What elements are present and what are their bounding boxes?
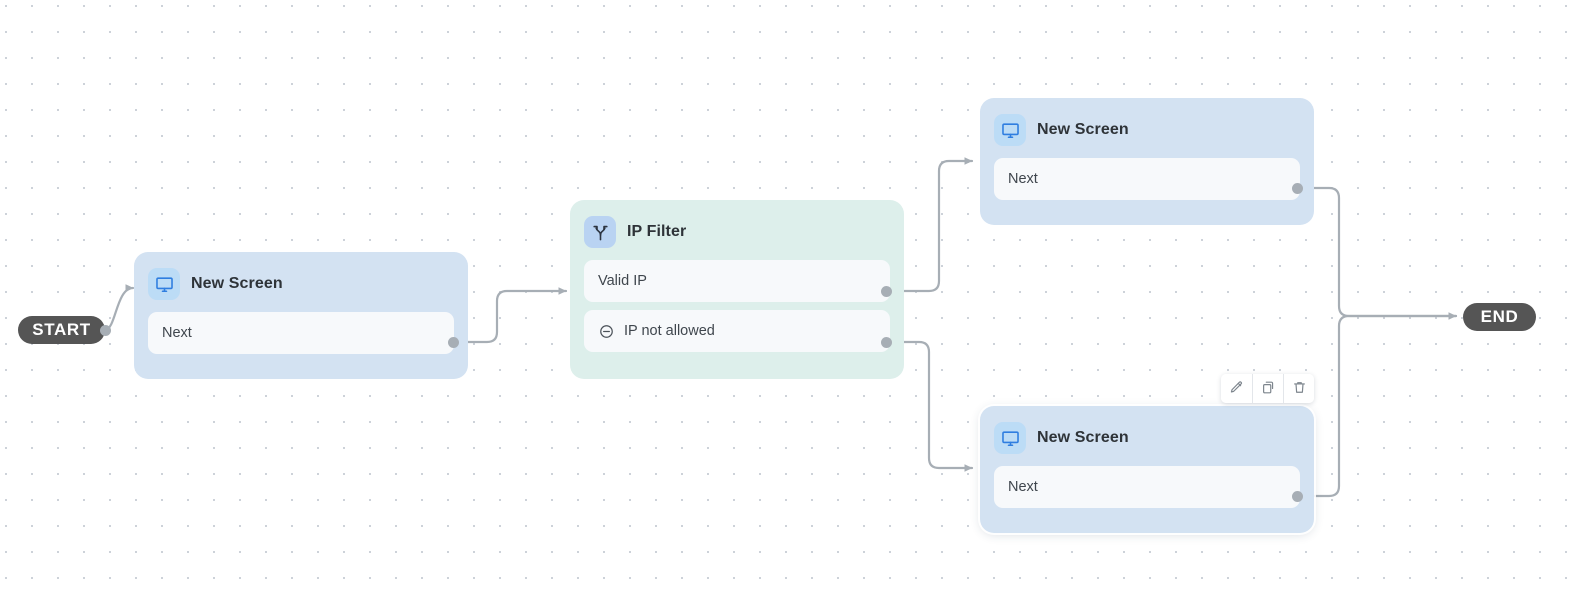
edge-start-to-screen1 — [103, 284, 135, 332]
port-label: Next — [1008, 171, 1038, 187]
node-port-valid-ip[interactable]: Valid IP — [584, 260, 890, 302]
node-action-toolbar[interactable] — [1221, 374, 1314, 403]
edge-screen3-to-end — [1296, 314, 1458, 498]
node-header: IP Filter — [584, 214, 890, 250]
node-title: New Screen — [191, 275, 283, 292]
edge-screen2-to-end — [1296, 186, 1458, 320]
end-node[interactable]: END — [1463, 303, 1536, 331]
port-label: Next — [1008, 479, 1038, 495]
flow-node-screen-2[interactable]: New Screen Next — [980, 98, 1314, 225]
copy-icon — [1261, 380, 1276, 398]
node-port-next[interactable]: Next — [994, 466, 1300, 508]
start-output-handle[interactable] — [100, 325, 111, 336]
node-title: New Screen — [1037, 121, 1129, 138]
port-label: Next — [162, 325, 192, 341]
duplicate-node-button[interactable] — [1252, 374, 1283, 403]
node-header: New Screen — [994, 420, 1300, 456]
monitor-icon — [148, 268, 180, 300]
node-header: New Screen — [994, 112, 1300, 148]
port-label: IP not allowed — [624, 323, 715, 339]
screen-3-next-handle[interactable] — [1292, 491, 1303, 502]
monitor-icon — [994, 422, 1026, 454]
edge-screen1-to-ipfilter — [453, 287, 568, 344]
start-node[interactable]: START — [18, 316, 105, 344]
edit-node-button[interactable] — [1221, 374, 1252, 403]
trash-icon — [1292, 380, 1307, 398]
screen-2-next-handle[interactable] — [1292, 183, 1303, 194]
node-header: New Screen — [148, 266, 454, 302]
flow-node-screen-1[interactable]: New Screen Next — [134, 252, 468, 379]
node-port-next[interactable]: Next — [148, 312, 454, 354]
flow-node-screen-3[interactable]: New Screen Next — [980, 406, 1314, 533]
flow-node-ip-filter[interactable]: IP Filter Valid IP IP not allowed — [570, 200, 904, 379]
screen-1-next-handle[interactable] — [448, 337, 459, 348]
node-title: IP Filter — [627, 223, 687, 240]
ip-filter-ip-not-allowed-handle[interactable] — [881, 337, 892, 348]
block-circle-icon — [598, 323, 614, 339]
ip-filter-valid-ip-handle[interactable] — [881, 286, 892, 297]
delete-node-button[interactable] — [1283, 374, 1314, 403]
branch-split-icon — [584, 216, 616, 248]
node-port-ip-not-allowed[interactable]: IP not allowed — [584, 310, 890, 352]
monitor-icon — [994, 114, 1026, 146]
node-title: New Screen — [1037, 429, 1129, 446]
pencil-icon — [1229, 380, 1244, 398]
start-label: START — [32, 320, 91, 339]
node-port-next[interactable]: Next — [994, 158, 1300, 200]
end-label: END — [1480, 307, 1519, 326]
port-label: Valid IP — [598, 273, 647, 289]
